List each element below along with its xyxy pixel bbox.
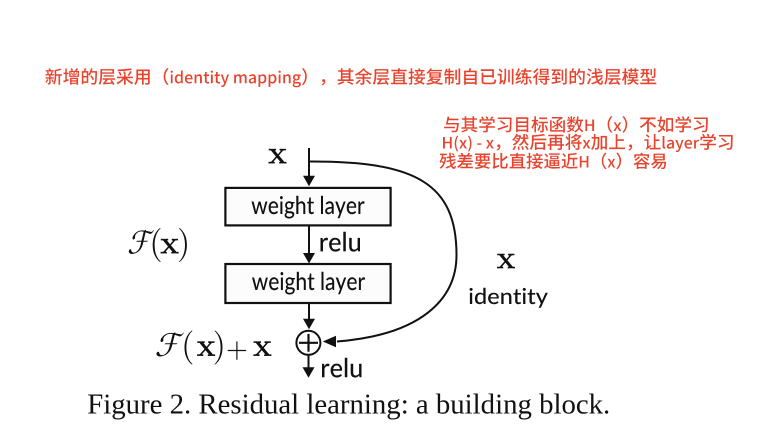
svg-text:Figure 2. Residual learning: a: Figure 2. Residual learning: a building … (87, 389, 610, 421)
